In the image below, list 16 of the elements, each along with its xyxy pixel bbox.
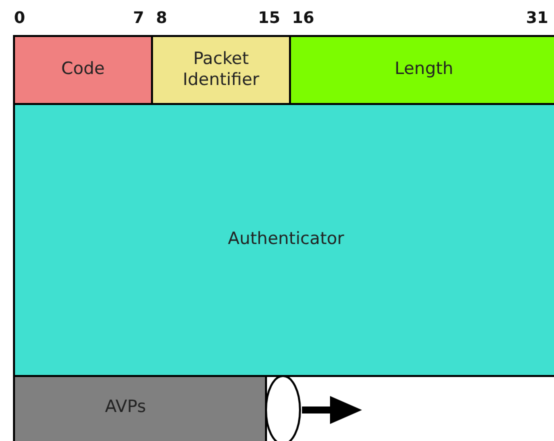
field-label: AVPs — [105, 397, 146, 418]
field-label: Packet Identifier — [182, 48, 260, 92]
field-box — [13, 35, 153, 105]
field-label: Length — [394, 59, 454, 81]
field-label: Code — [61, 59, 105, 81]
bit-number: 15 — [258, 8, 280, 27]
bit-number: 16 — [292, 8, 314, 27]
field-box — [151, 35, 291, 105]
bit-number: 31 — [526, 8, 548, 27]
bit-number: 7 — [133, 8, 144, 27]
field-box — [13, 103, 554, 377]
bit-number: 0 — [14, 8, 26, 27]
field-box — [289, 35, 554, 105]
field-label: Authenticator — [228, 229, 344, 251]
bit-number: 8 — [156, 8, 168, 27]
field-segment — [13, 375, 267, 441]
